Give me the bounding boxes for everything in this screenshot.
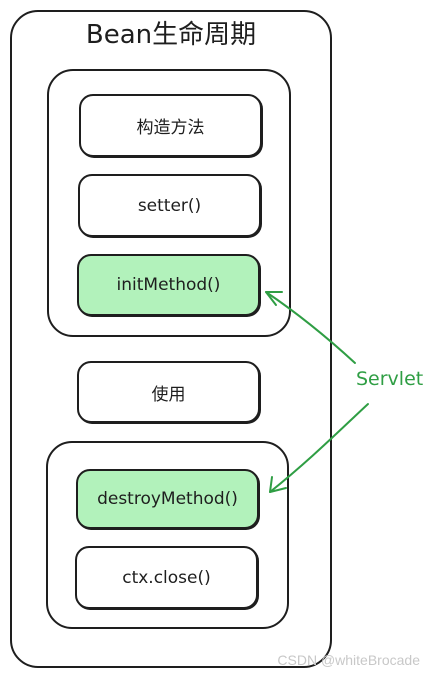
step-init-method: initMethod()	[77, 254, 260, 316]
step-use: 使用	[77, 361, 260, 423]
diagram-title: Bean生命周期	[85, 20, 257, 50]
step-constructor: 构造方法	[79, 94, 262, 157]
servlet-annotation: Servlet	[356, 368, 424, 390]
arrow-to-destroy-method	[269, 403, 369, 493]
step-destroy-method: destroyMethod()	[76, 469, 259, 529]
arrow-to-init-method	[265, 291, 356, 364]
watermark: CSDN @whiteBrocade	[277, 652, 420, 668]
arrow-head-destroy	[269, 476, 287, 493]
arrow-head-init	[265, 291, 283, 306]
step-ctx-close: ctx.close()	[75, 546, 258, 609]
step-setter: setter()	[78, 174, 261, 237]
